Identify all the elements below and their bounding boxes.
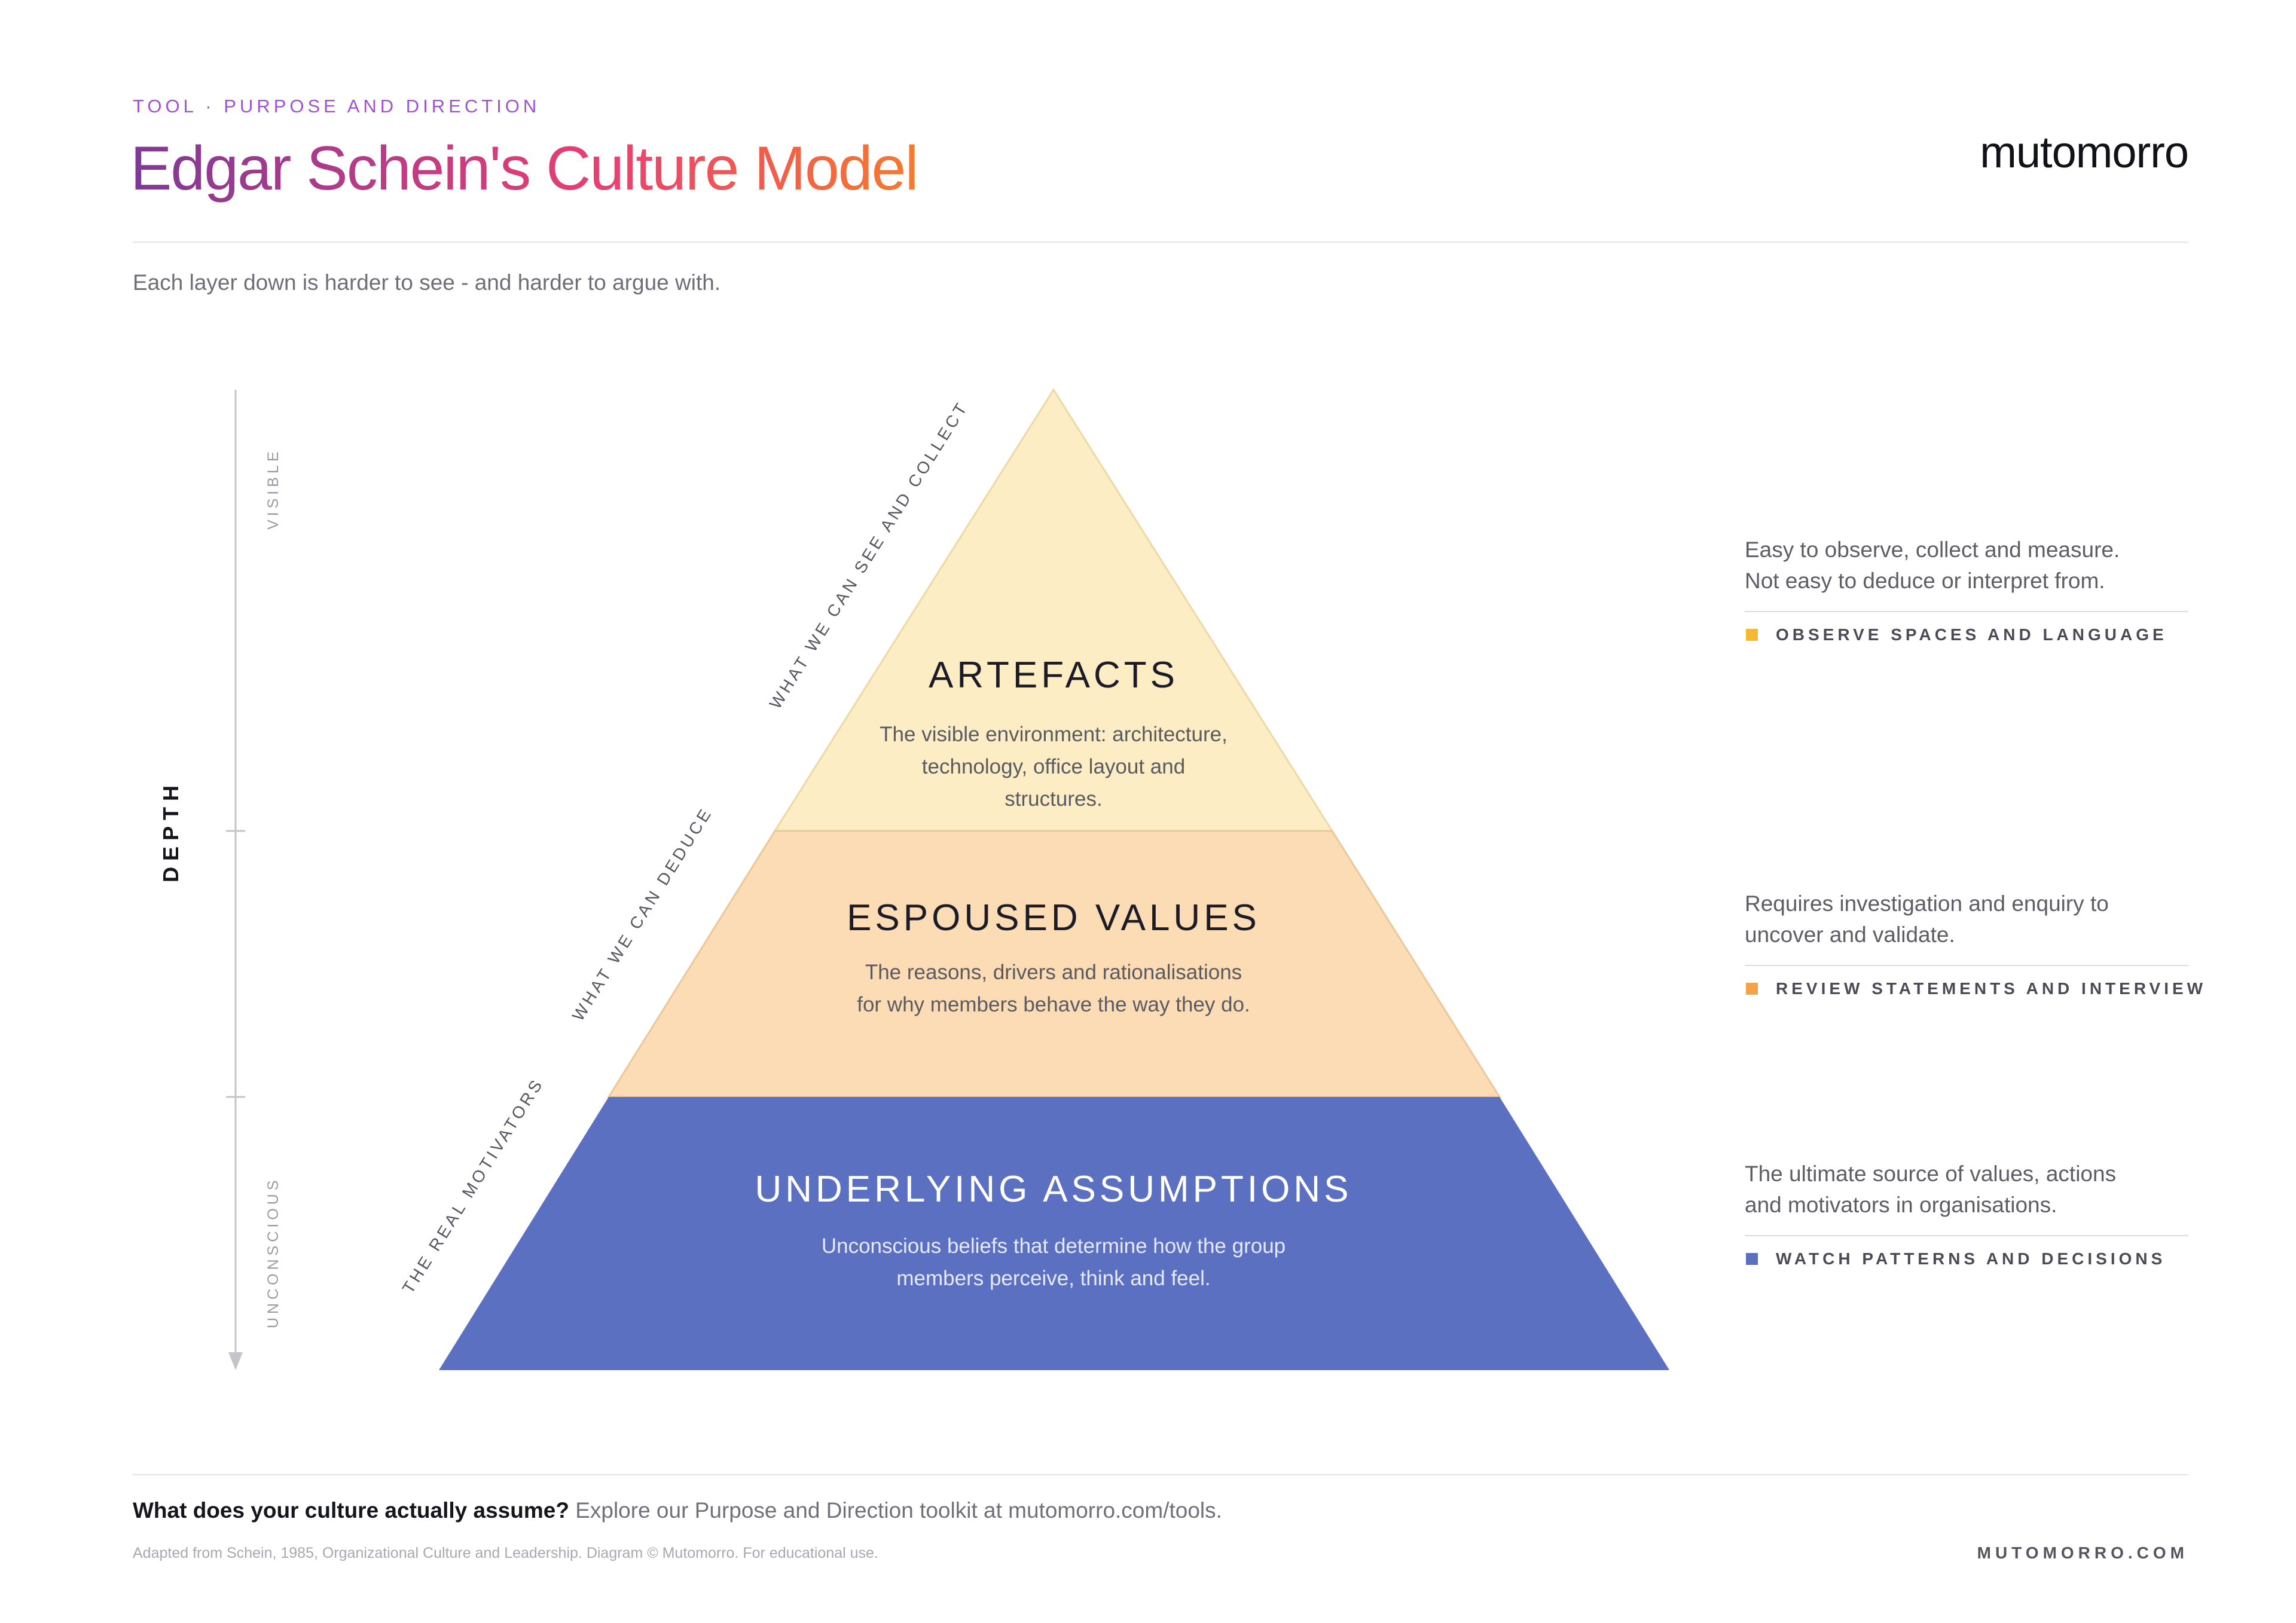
- espoused-values-description-line: The reasons, drivers and rationalisation…: [865, 961, 1242, 984]
- underlying-assumptions-method-square-icon: [1746, 1253, 1758, 1265]
- espoused-values-method: REVIEW STATEMENTS AND INTERVIEW: [1776, 979, 2207, 998]
- artefacts-note-divider: [1745, 611, 2188, 612]
- underlying-assumptions-note: The ultimate source of values, actions a…: [1745, 1159, 2116, 1221]
- depth-axis: DEPTH VISIBLE UNCONSCIOUS: [158, 390, 282, 1370]
- site-link[interactable]: MUTOMORRO.COM: [1977, 1543, 2188, 1562]
- underlying-assumptions-description-line: members perceive, think and feel.: [896, 1267, 1210, 1290]
- artefacts-note: Easy to observe, collect and measure. No…: [1745, 534, 2120, 597]
- visible-label: VISIBLE: [265, 448, 282, 530]
- artefacts-description-line: The visible environment: architecture,: [880, 723, 1228, 746]
- espoused-values-method-square-icon: [1746, 983, 1758, 995]
- espoused-values-note: Requires investigation and enquiry to un…: [1745, 888, 2109, 950]
- espoused-values-note-line: Requires investigation and enquiry to: [1745, 891, 2109, 916]
- artefacts-method-square-icon: [1746, 629, 1758, 641]
- subtitle: Each layer down is harder to see - and h…: [133, 270, 721, 295]
- underlying-assumptions-note-line: The ultimate source of values, actions: [1745, 1162, 2117, 1186]
- artefacts-description-line: structures.: [1004, 787, 1102, 811]
- footer-question: What does your culture actually assume?: [133, 1498, 569, 1523]
- depth-axis-arrow-icon: [228, 1352, 243, 1370]
- espoused-values-title: ESPOUSED VALUES: [847, 897, 1260, 939]
- page-title: Edgar Schein's Culture Model: [130, 134, 919, 203]
- artefacts-method: OBSERVE SPACES AND LANGUAGE: [1776, 625, 2167, 644]
- artefacts-title: ARTEFACTS: [929, 655, 1178, 696]
- footer-cta-link-text[interactable]: Explore our Purpose and Direction toolki…: [569, 1498, 1222, 1523]
- eyebrow-label: TOOL · PURPOSE AND DIRECTION: [133, 96, 541, 117]
- depth-label: DEPTH: [158, 780, 183, 882]
- artefacts-description-line: technology, office layout and: [922, 755, 1185, 778]
- underlying-assumptions-note-line: and motivators in organisations.: [1745, 1193, 2057, 1217]
- espoused-values-note-line: uncover and validate.: [1745, 922, 1955, 947]
- espoused-values-note-divider: [1745, 965, 2188, 966]
- artefacts-note-line: Easy to observe, collect and measure.: [1745, 537, 2120, 562]
- underlying-assumptions-title: UNDERLYING ASSUMPTIONS: [755, 1169, 1352, 1210]
- unconscious-label: UNCONSCIOUS: [265, 1176, 282, 1328]
- credit-text: Adapted from Schein, 1985, Organizationa…: [133, 1545, 878, 1561]
- underlying-assumptions-note-divider: [1745, 1235, 2188, 1236]
- underlying-assumptions-description-line: Unconscious beliefs that determine how t…: [822, 1234, 1286, 1258]
- underlying-assumptions-layer: [439, 1097, 1669, 1370]
- footer-cta: What does your culture actually assume? …: [133, 1498, 1222, 1523]
- artefacts-note-line: Not easy to deduce or interpret from.: [1745, 568, 2105, 593]
- espoused-values-description-line: for why members behave the way they do.: [857, 993, 1250, 1016]
- brand-logo[interactable]: mutomorro: [1980, 127, 2189, 177]
- footer-divider: [133, 1474, 2188, 1475]
- underlying-assumptions-method: WATCH PATTERNS AND DECISIONS: [1776, 1249, 2166, 1268]
- header-divider: [133, 242, 2188, 243]
